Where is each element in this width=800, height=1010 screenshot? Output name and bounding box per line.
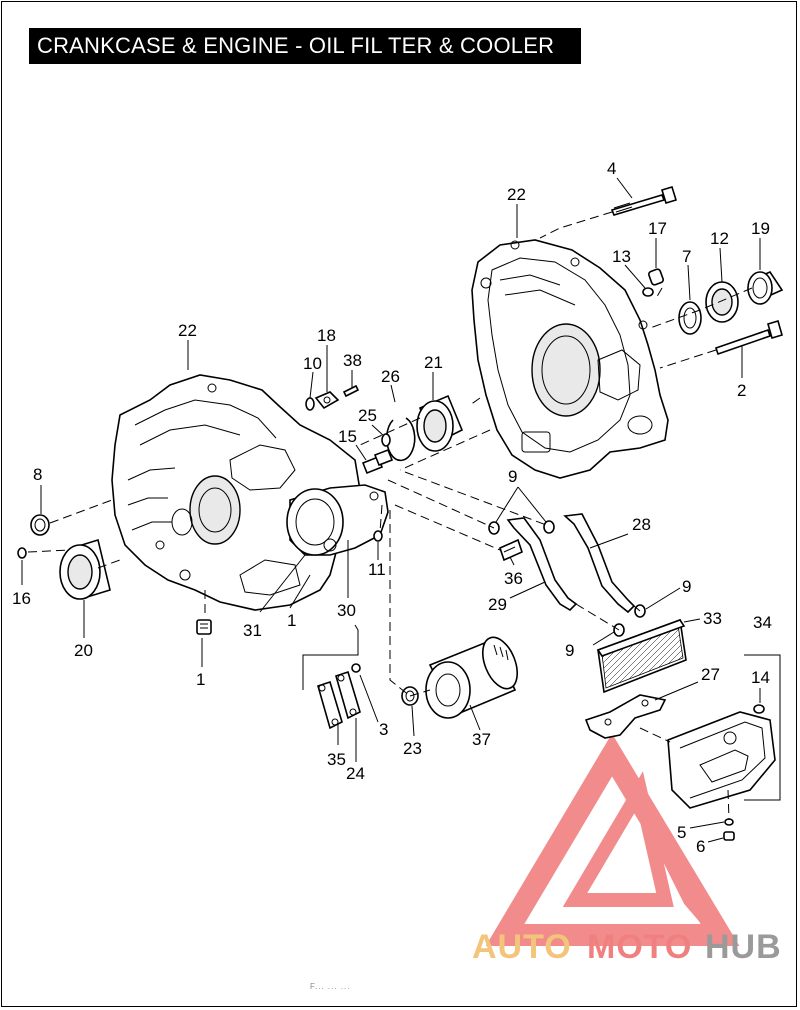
callout-36: 36 [504, 569, 523, 588]
o-ring-11 [373, 530, 383, 542]
fitting-36 [499, 538, 523, 562]
callout-9-right: 9 [682, 577, 691, 596]
bolt-4 [610, 186, 678, 216]
callout-26: 26 [381, 367, 400, 386]
callout-13: 13 [612, 247, 631, 266]
cooler-cover-34 [667, 711, 776, 809]
bearing-20 [59, 538, 111, 600]
callout-11: 11 [368, 560, 386, 579]
plug-16 [17, 547, 27, 559]
callout-23: 23 [403, 739, 422, 758]
plate-24 [335, 670, 361, 720]
callout-9-left: 9 [565, 641, 574, 660]
callout-16: 16 [12, 589, 31, 608]
callout-3: 3 [379, 720, 388, 739]
assembly-lines [27, 211, 753, 821]
diagram-title: CRANKCASE & ENGINE - OIL FIL TER & COOLE… [29, 28, 581, 64]
callout-19: 19 [751, 219, 770, 238]
oil-filter-37 [425, 636, 518, 719]
callout-1-adapter: 1 [287, 611, 296, 630]
screw-3 [351, 663, 361, 673]
watermark-text: AUTO MOTO HUB [472, 928, 782, 966]
right-crankcase-half [471, 239, 669, 479]
bearing-21 [416, 394, 464, 452]
callout-33: 33 [703, 609, 722, 628]
fitting-18 [314, 391, 340, 410]
watermark-auto: AUTO [472, 928, 572, 966]
dowel-15 [361, 448, 394, 475]
callout-25: 25 [358, 406, 377, 425]
watermark-logo [485, 733, 740, 946]
o-ring-9b [543, 520, 555, 534]
watermark-moto: MOTO [587, 928, 692, 966]
leader-lines [21, 177, 781, 843]
callout-5: 5 [677, 823, 686, 842]
oil-filter-adapter [286, 484, 389, 556]
nut-6 [723, 831, 735, 841]
gasket-35 [317, 680, 343, 730]
dowel-25 [381, 433, 391, 447]
callout-14: 14 [751, 668, 770, 687]
callout-20: 20 [74, 641, 93, 660]
o-ring-10 [305, 397, 315, 411]
callout-12: 12 [710, 229, 729, 248]
callout-27: 27 [701, 665, 720, 684]
callout-38: 38 [343, 351, 362, 370]
callout-18: 18 [317, 326, 336, 345]
bushing-19 [747, 270, 784, 305]
hose-29 [506, 517, 578, 612]
callout-17: 17 [648, 219, 667, 238]
snap-ring-26 [385, 417, 416, 462]
callout-10: 10 [303, 354, 322, 373]
callout-21: 21 [424, 353, 443, 372]
plug-13 [642, 287, 654, 297]
hose-28 [563, 513, 636, 614]
callout-37: 37 [472, 730, 491, 749]
callout-34: 34 [753, 613, 772, 632]
callout-8: 8 [33, 465, 42, 484]
callout-30: 30 [337, 601, 356, 620]
callout-9-top: 9 [508, 467, 517, 486]
callout-29: 29 [488, 595, 507, 614]
watermark-hub: HUB [705, 928, 782, 966]
bolt-2 [714, 320, 783, 356]
callout-6: 6 [696, 837, 705, 856]
callout-labels: 4 22 17 13 7 12 19 2 22 18 10 38 21 26 2… [12, 159, 772, 856]
bearing-12 [705, 281, 739, 323]
bracket-27 [584, 694, 667, 739]
footer-caption: F... ... ... [310, 982, 351, 991]
callout-2: 2 [737, 381, 746, 400]
callout-35: 35 [327, 750, 346, 769]
callout-22-upper: 22 [507, 185, 526, 204]
plug-17 [648, 268, 664, 286]
callout-4: 4 [607, 159, 616, 178]
screw-38 [342, 384, 360, 398]
callout-1-bottom: 1 [196, 670, 205, 689]
callout-7: 7 [682, 247, 691, 266]
plug-1 [196, 619, 212, 635]
callout-31: 31 [243, 621, 262, 640]
needle-bearing-8 [30, 514, 50, 536]
callout-22-lower: 22 [178, 321, 197, 340]
callout-15: 15 [338, 427, 357, 446]
oil-cooler-33 [596, 618, 687, 694]
seal-7 [678, 301, 702, 335]
washer-14 [753, 704, 765, 714]
callout-24: 24 [346, 764, 365, 783]
callout-28: 28 [632, 515, 651, 534]
left-crankcase-half [111, 374, 361, 611]
